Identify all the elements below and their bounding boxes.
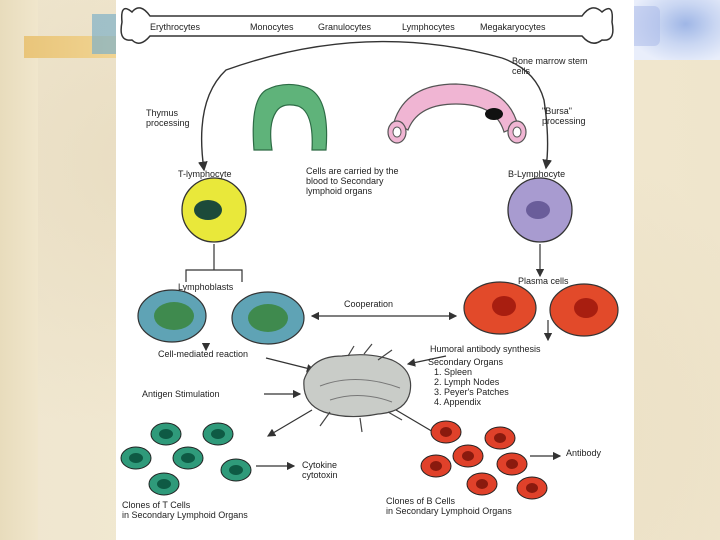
lymphoblast-cell-1: [137, 289, 207, 343]
arrow-humoral-to-organ: [406, 355, 447, 367]
b-clone-cell: [484, 426, 516, 450]
clones-t-label-2: in Secondary Lymphoid Organs: [122, 510, 248, 520]
left-strip: [0, 0, 38, 540]
b-clone-cell: [466, 472, 498, 496]
bursa-label-1: "Bursa": [542, 106, 572, 116]
arrow-t-to-lymphoblasts: [185, 244, 243, 282]
plasma-cell-1: [463, 281, 537, 335]
bone-cell-erythrocytes: Erythrocytes: [150, 22, 201, 32]
thymus-organ: [252, 83, 328, 151]
secondary-organ-item-3: 3. Peyer's Patches: [434, 387, 509, 397]
lymphoblast-cell-2: [231, 291, 305, 345]
stem-cells-label-2: cells: [512, 66, 531, 76]
b-clone-cell: [420, 454, 452, 478]
clones-t-label-1: Clones of T Cells: [122, 500, 191, 510]
secondary-organ-item-4: 4. Appendix: [434, 397, 482, 407]
t-clone-cell: [150, 422, 182, 446]
arrow-organ-to-t-clones: [266, 409, 313, 437]
antibody-label: Antibody: [566, 448, 602, 458]
thymus-label-1: Thymus: [146, 108, 179, 118]
secondary-organ-illustration: [303, 343, 412, 433]
lymphoblasts-label: Lymphoblasts: [178, 282, 234, 292]
carried-label-3: lymphoid organs: [306, 186, 373, 196]
b-cell-clones: [420, 420, 548, 500]
b-clone-cell: [496, 452, 528, 476]
b-clone-cell: [452, 444, 484, 468]
t-clone-cell: [148, 472, 180, 496]
diagram-svg: Erythrocytes Monocytes Granulocytes Lymp…: [120, 7, 619, 520]
bone-cell-granulocytes: Granulocytes: [318, 22, 372, 32]
humoral-label: Humoral antibody synthesis: [430, 344, 541, 354]
t-lymphocyte-label: T-lymphocyte: [178, 169, 232, 179]
bone-cell-lymphocytes: Lymphocytes: [402, 22, 455, 32]
bursa-label-2: processing: [542, 116, 586, 126]
secondary-organ-item-1: 1. Spleen: [434, 367, 472, 377]
carried-label-1: Cells are carried by the: [306, 166, 399, 176]
stem-cells-label-1: Bone marrow stem: [512, 56, 588, 66]
clones-b-label-1: Clones of B Cells: [386, 496, 456, 506]
arrow-to-b-lymphocyte: [501, 57, 553, 170]
bone-cell-monocytes: Monocytes: [250, 22, 294, 32]
t-clone-cell: [202, 422, 234, 446]
secondary-organ-item-2: 2. Lymph Nodes: [434, 377, 500, 387]
cytokine-label-2: cytotoxin: [302, 470, 338, 480]
antigen-stimulation-label: Antigen Stimulation: [142, 389, 220, 399]
t-clone-cell: [172, 446, 204, 470]
bone-marrow-bone: [120, 7, 614, 44]
plasma-cell-2: [549, 283, 619, 337]
plasma-cells-label: Plasma cells: [518, 276, 569, 286]
carried-label-2: blood to Secondary: [306, 176, 384, 186]
b-lymphocyte-cell: [507, 177, 573, 243]
lymphocyte-diagram: Erythrocytes Monocytes Granulocytes Lymp…: [116, 0, 634, 540]
arrow-to-t-lymphocyte: [197, 40, 503, 172]
b-lymphocyte-label: B-Lymphocyte: [508, 169, 565, 179]
b-clone-cell: [430, 420, 462, 444]
bone-cell-megakaryocytes: Megakaryocytes: [480, 22, 546, 32]
arrow-cellmediated-to-organ: [265, 357, 316, 373]
thymus-label-2: processing: [146, 118, 190, 128]
b-clone-cell: [516, 476, 548, 500]
t-cell-clones: [120, 422, 252, 496]
bone-cell-labels: Erythrocytes Monocytes Granulocytes Lymp…: [150, 22, 546, 32]
cell-mediated-label: Cell-mediated reaction: [158, 349, 248, 359]
t-clone-cell: [120, 446, 152, 470]
cytokine-label-1: Cytokine: [302, 460, 337, 470]
t-clone-cell: [220, 458, 252, 482]
clones-b-label-2: in Secondary Lymphoid Organs: [386, 506, 512, 516]
t-lymphocyte-cell: [181, 177, 247, 243]
bursa-organ: [387, 83, 527, 144]
secondary-organs-title: Secondary Organs: [428, 357, 504, 367]
cooperation-label: Cooperation: [344, 299, 393, 309]
